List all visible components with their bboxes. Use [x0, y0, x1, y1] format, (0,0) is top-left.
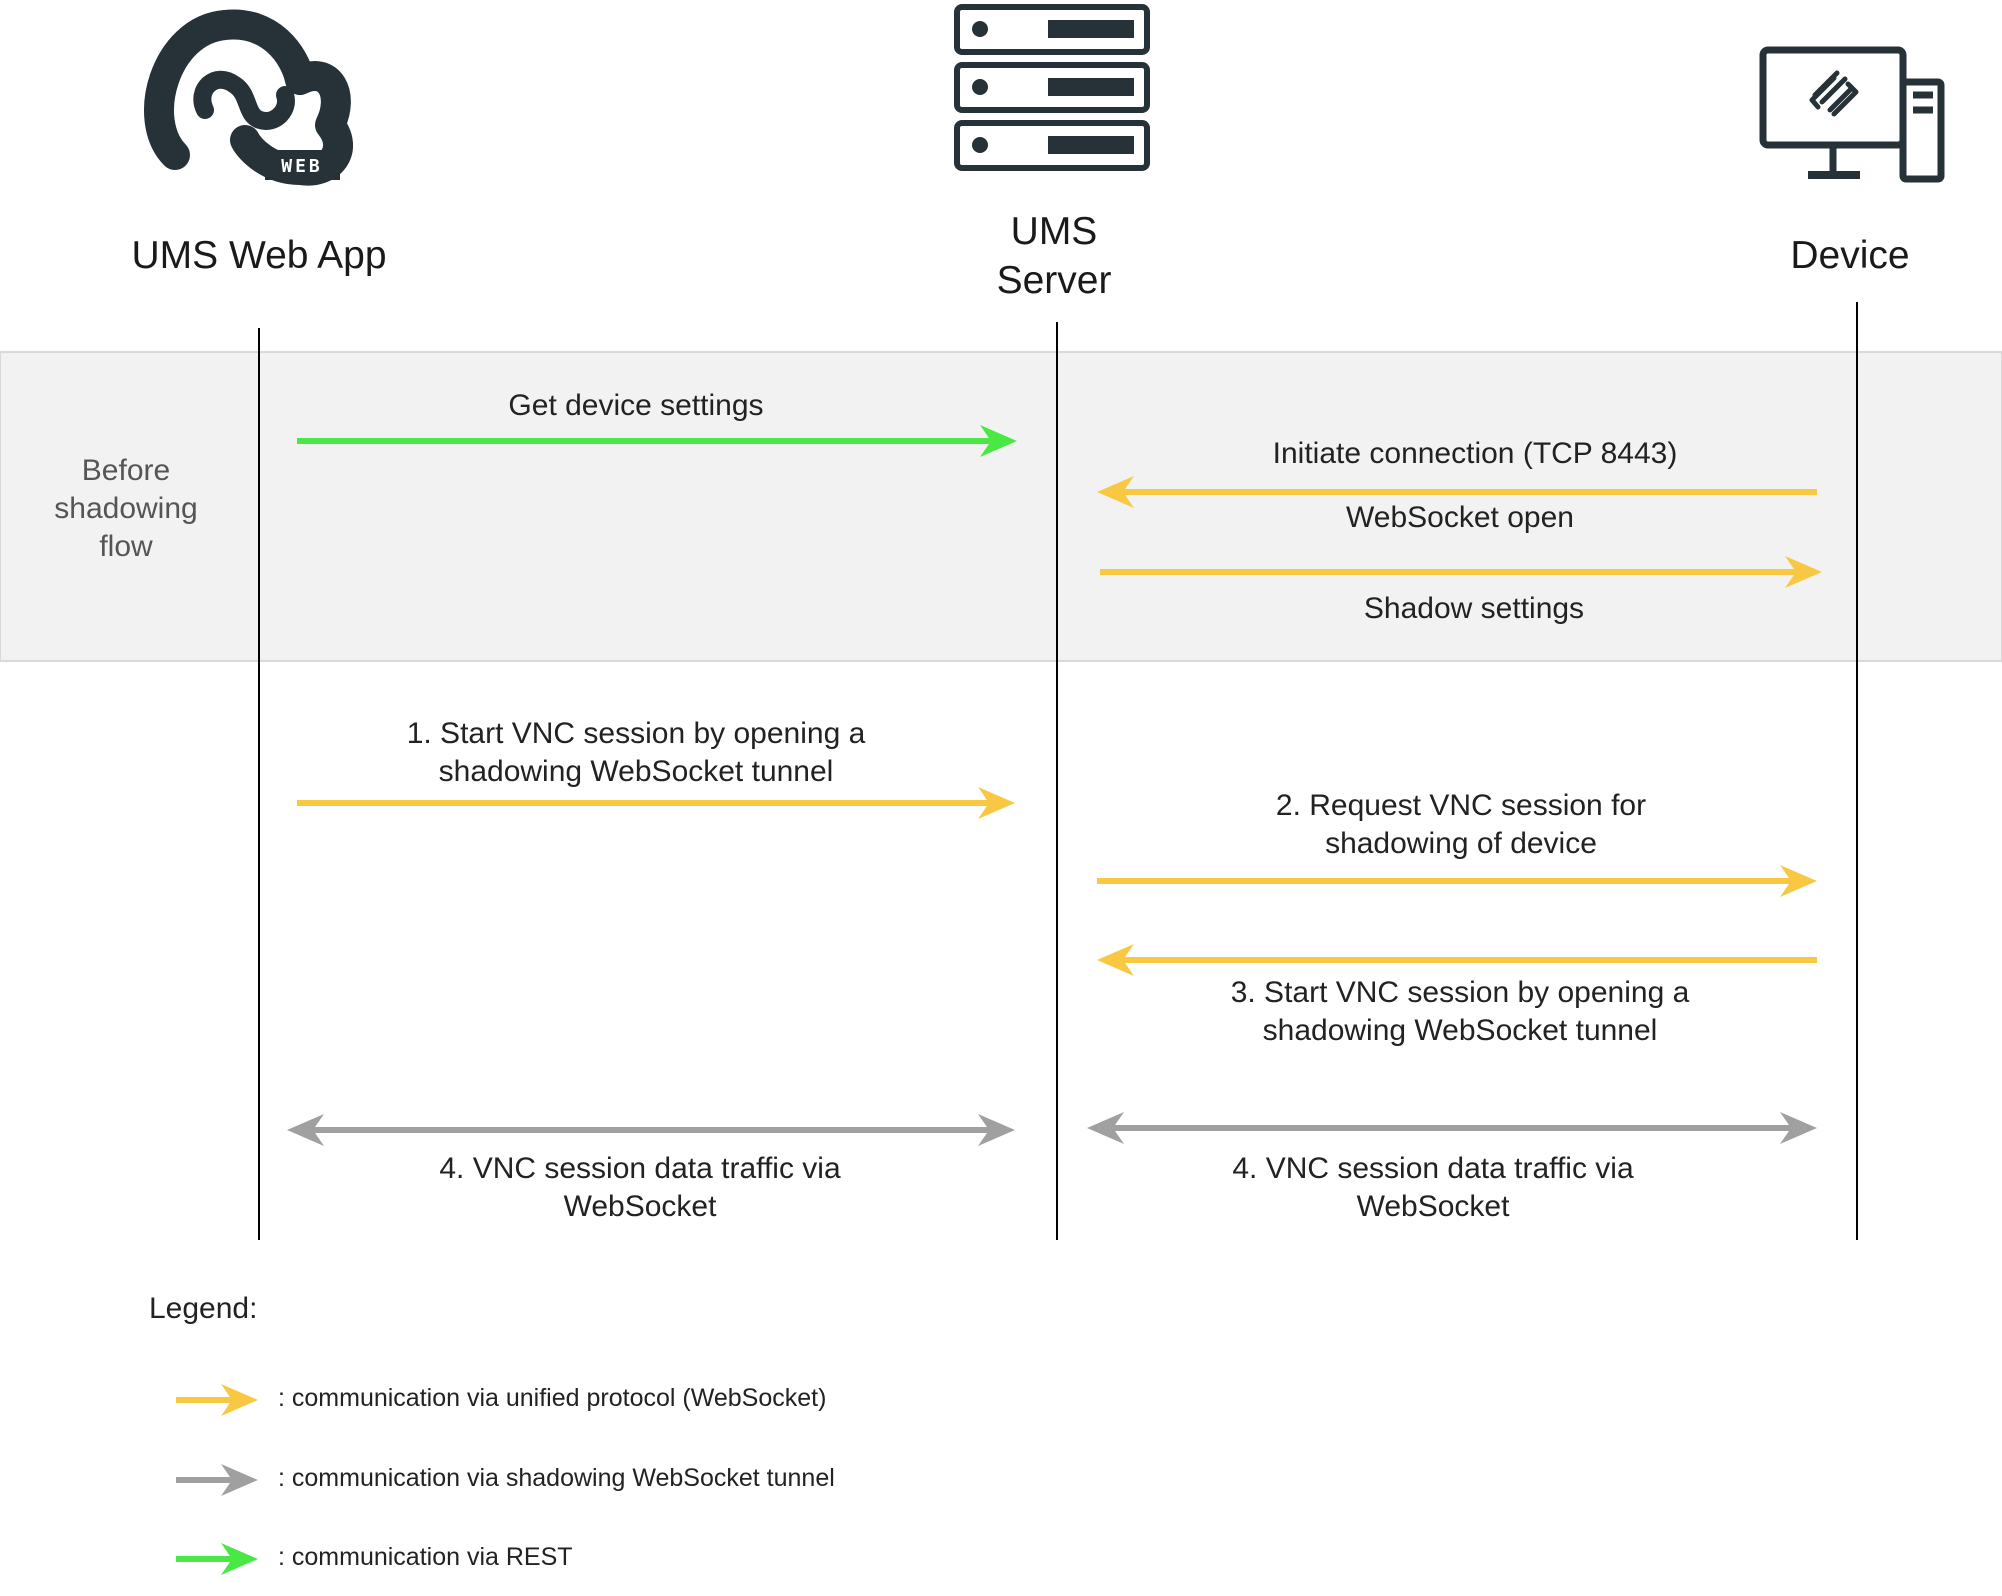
step1-line1: 1. Start VNC session by opening a: [406, 717, 866, 750]
web-app-logo-icon: WEB: [144, 9, 353, 186]
arrowhead: [221, 1384, 258, 1416]
message-websocket-open: WebSocket open: [1346, 501, 1574, 534]
message-step4a: 4. VNC session data traffic via WebSocke…: [290, 1150, 990, 1225]
arrowhead: [1087, 1112, 1124, 1144]
actor-label-server: UMS Server: [904, 208, 1204, 306]
arrowhead: [978, 1114, 1015, 1146]
actor-label-device: Device: [1790, 234, 1910, 277]
step3-line2: shadowing WebSocket tunnel: [1262, 1013, 1658, 1047]
arrowhead: [980, 425, 1017, 457]
phase-label-line2: shadowing: [54, 492, 198, 526]
step2-line2: shadowing of device: [1325, 826, 1597, 860]
arrowhead: [1097, 944, 1134, 976]
device-computer-icon: [1759, 46, 1945, 183]
arrowhead: [1780, 865, 1817, 897]
server-rack-icon: [954, 4, 1150, 171]
step4b-line1: 4. VNC session data traffic via: [1232, 1152, 1634, 1185]
message-initiate-connection: Initiate connection (TCP 8443): [1272, 437, 1678, 470]
step4a-line2: WebSocket: [563, 1189, 717, 1223]
phase-label-line1: Before: [81, 454, 171, 487]
step2-line1: 2. Request VNC session for: [1275, 789, 1647, 822]
legend-item-websocket: : communication via unified protocol (We…: [278, 1384, 827, 1412]
actor-label-web-app: UMS Web App: [131, 234, 387, 277]
arrowhead: [287, 1114, 324, 1146]
step4b-line2: WebSocket: [1356, 1189, 1510, 1223]
message-step1: 1. Start VNC session by opening a shadow…: [286, 715, 986, 790]
arrowhead: [978, 787, 1015, 819]
arrowhead: [1780, 1112, 1817, 1144]
phase-band: [0, 351, 2002, 662]
arrowhead: [1785, 556, 1822, 588]
arrowhead: [1097, 476, 1134, 508]
server-label-line2: Server: [996, 258, 1112, 302]
arrowhead: [221, 1543, 258, 1575]
legend-item-rest: : communication via REST: [278, 1543, 573, 1571]
message-step3: 3. Start VNC session by opening a shadow…: [1110, 974, 1810, 1049]
legend-item-tunnel: : communication via shadowing WebSocket …: [278, 1464, 835, 1492]
server-label-line1: UMS: [1010, 210, 1098, 253]
step3-line1: 3. Start VNC session by opening a: [1230, 976, 1690, 1009]
arrowhead: [221, 1464, 258, 1496]
legend-title: Legend:: [149, 1292, 258, 1325]
phase-label-line3: flow: [99, 530, 153, 564]
phase-label: Before shadowing flow: [26, 452, 226, 566]
message-step2: 2. Request VNC session for shadowing of …: [1111, 787, 1811, 862]
step1-line2: shadowing WebSocket tunnel: [438, 754, 834, 788]
step4a-line1: 4. VNC session data traffic via: [439, 1152, 841, 1185]
web-badge-text: WEB: [281, 156, 323, 177]
message-get-settings: Get device settings: [508, 389, 764, 422]
message-step4b: 4. VNC session data traffic via WebSocke…: [1083, 1150, 1783, 1225]
message-shadow-settings: Shadow settings: [1363, 592, 1585, 625]
